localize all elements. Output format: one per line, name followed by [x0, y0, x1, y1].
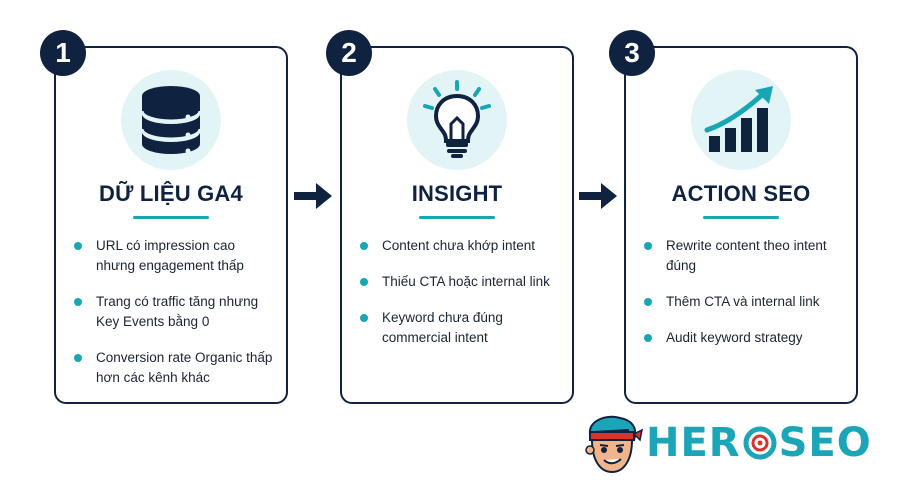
- bullet-text: Thêm CTA và internal link: [666, 294, 820, 309]
- bullet-text: Audit keyword strategy: [666, 330, 803, 345]
- bullet-text: Keyword chưa đúng commercial intent: [382, 310, 503, 345]
- list-item: Thêm CTA và internal link: [642, 292, 846, 312]
- icon-circle: [121, 70, 221, 170]
- bullet-dot: [360, 278, 368, 286]
- icon-circle: [407, 70, 507, 170]
- bullet-list: Content chưa khớp intent Thiếu CTA hoặc …: [358, 236, 562, 364]
- target-icon: [743, 426, 777, 460]
- bullet-text: Thiếu CTA hoặc internal link: [382, 274, 550, 289]
- step-number-badge: 3: [609, 30, 655, 76]
- step-card-insight: INSIGHT Content chưa khớp intent Thiếu C…: [340, 46, 574, 404]
- bullet-text: Content chưa khớp intent: [382, 238, 535, 253]
- bullet-list: URL có impression cao nhưng engagement t…: [72, 236, 276, 404]
- step-card-data: DỮ LIỆU GA4 URL có impression cao nhưng …: [54, 46, 288, 404]
- bullet-list: Rewrite content theo intent đúng Thêm CT…: [642, 236, 846, 364]
- step-number-badge: 1: [40, 30, 86, 76]
- list-item: Conversion rate Organic thấp hơn các kên…: [72, 348, 276, 388]
- logo-text-after: SEO: [778, 420, 872, 466]
- bullet-text: Conversion rate Organic thấp hơn các kên…: [96, 350, 273, 385]
- list-item: Audit keyword strategy: [642, 328, 846, 348]
- growth-chart-icon: [704, 86, 773, 152]
- bullet-dot: [74, 354, 82, 362]
- brand-logo: HER SEO: [580, 412, 880, 478]
- list-item: URL có impression cao nhưng engagement t…: [72, 236, 276, 276]
- logo-wordmark: HER SEO: [646, 420, 872, 466]
- bullet-dot: [644, 298, 652, 306]
- icon-circle: [691, 70, 791, 170]
- list-item: Keyword chưa đúng commercial intent: [358, 308, 562, 348]
- step-title: ACTION SEO: [671, 181, 811, 206]
- bullet-dot: [74, 298, 82, 306]
- title-underline: [703, 216, 779, 219]
- bullet-dot: [644, 242, 652, 250]
- step-number-badge: 2: [326, 30, 372, 76]
- bullet-dot: [74, 242, 82, 250]
- bullet-text: Trang có traffic tăng nhưng Key Events b…: [96, 294, 259, 329]
- title-underline: [133, 216, 209, 219]
- bullet-dot: [360, 242, 368, 250]
- bullet-dot: [644, 334, 652, 342]
- bullet-dot: [360, 314, 368, 322]
- arrow-right-icon: [294, 183, 332, 209]
- step-title: DỮ LIỆU GA4: [99, 181, 243, 206]
- list-item: Thiếu CTA hoặc internal link: [358, 272, 562, 292]
- title-underline: [419, 216, 495, 219]
- lightbulb-icon: [423, 80, 491, 158]
- arrow-right-icon: [579, 183, 617, 209]
- list-item: Content chưa khớp intent: [358, 236, 562, 256]
- list-item: Trang có traffic tăng nhưng Key Events b…: [72, 292, 276, 332]
- logo-text-before: HER: [646, 420, 741, 466]
- step-card-action: ACTION SEO Rewrite content theo intent đ…: [624, 46, 858, 404]
- step-title: INSIGHT: [411, 181, 503, 206]
- bullet-text: URL có impression cao nhưng engagement t…: [96, 238, 244, 273]
- list-item: Rewrite content theo intent đúng: [642, 236, 846, 276]
- database-icon: [140, 86, 202, 154]
- mascot-face-icon: [585, 415, 644, 474]
- bullet-text: Rewrite content theo intent đúng: [666, 238, 827, 273]
